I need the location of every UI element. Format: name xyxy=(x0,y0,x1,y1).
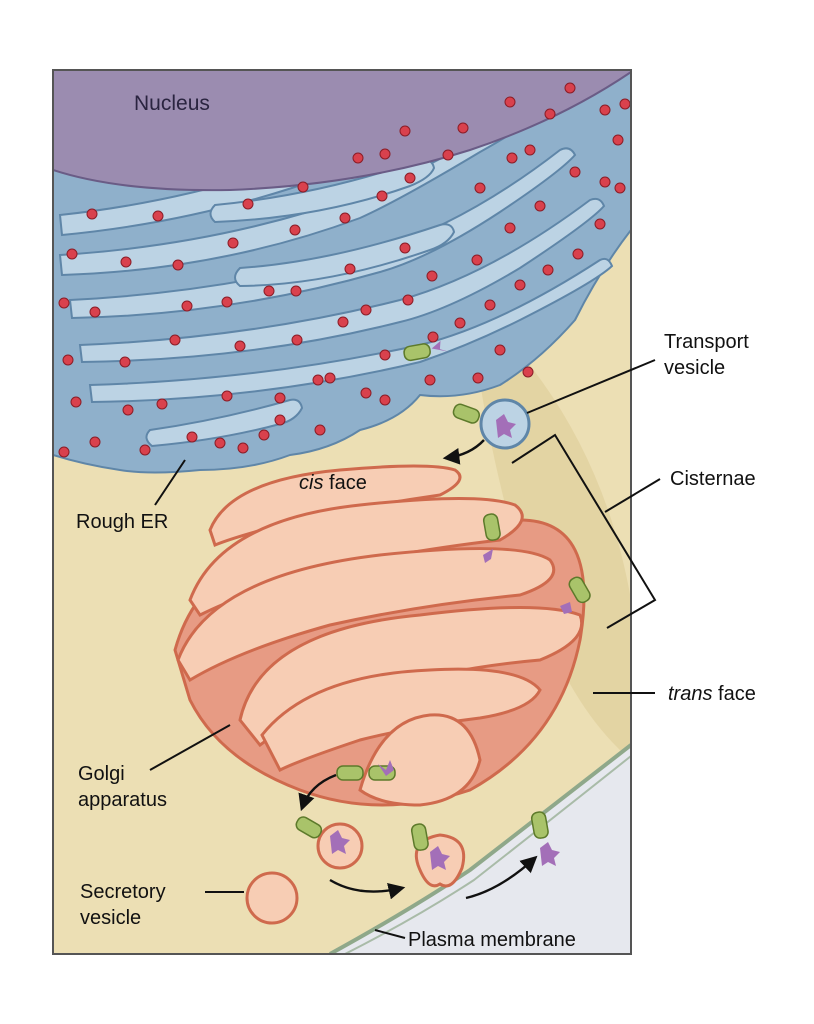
label-rough-er: Rough ER xyxy=(76,511,168,533)
label-secretory-line1: Secretory xyxy=(80,881,166,903)
cargo-proteins xyxy=(295,340,591,870)
leader-rough-er xyxy=(154,459,186,506)
cell-illustration xyxy=(53,70,631,954)
er-folds xyxy=(58,82,614,448)
label-secretory-line2: vesicle xyxy=(80,907,141,929)
label-golgi-line1: Golgi xyxy=(78,763,125,785)
label-nucleus: Nucleus xyxy=(134,92,210,115)
secretory-vesicle xyxy=(245,871,299,925)
bracket-cisternae xyxy=(511,433,657,629)
figure-frame xyxy=(52,69,632,955)
label-golgi-line2: apparatus xyxy=(78,789,167,811)
ribosomes xyxy=(58,82,631,458)
label-transport-vesicle-line1: Transport xyxy=(664,331,749,353)
arrow-exocytosis xyxy=(465,855,538,900)
leader-cisternae xyxy=(604,478,661,513)
leader-transport-vesicle xyxy=(526,359,656,414)
label-cis-face: cis face xyxy=(299,472,367,494)
arrow-er-to-golgi xyxy=(442,439,485,465)
label-trans-face: trans face xyxy=(668,683,756,705)
plasma-membrane xyxy=(329,743,631,954)
arrow-vesicle-to-membrane xyxy=(329,878,406,900)
nucleus xyxy=(53,70,631,192)
golgi-apparatus xyxy=(173,464,586,807)
arrow-golgi-to-vesicle xyxy=(298,773,337,812)
label-cisternae: Cisternae xyxy=(670,468,756,490)
label-transport-vesicle-line2: vesicle xyxy=(664,357,725,379)
leader-plasma-membrane xyxy=(374,929,406,939)
leader-golgi xyxy=(149,724,231,771)
label-plasma-membrane: Plasma membrane xyxy=(408,929,576,951)
extracellular-space xyxy=(330,745,631,954)
